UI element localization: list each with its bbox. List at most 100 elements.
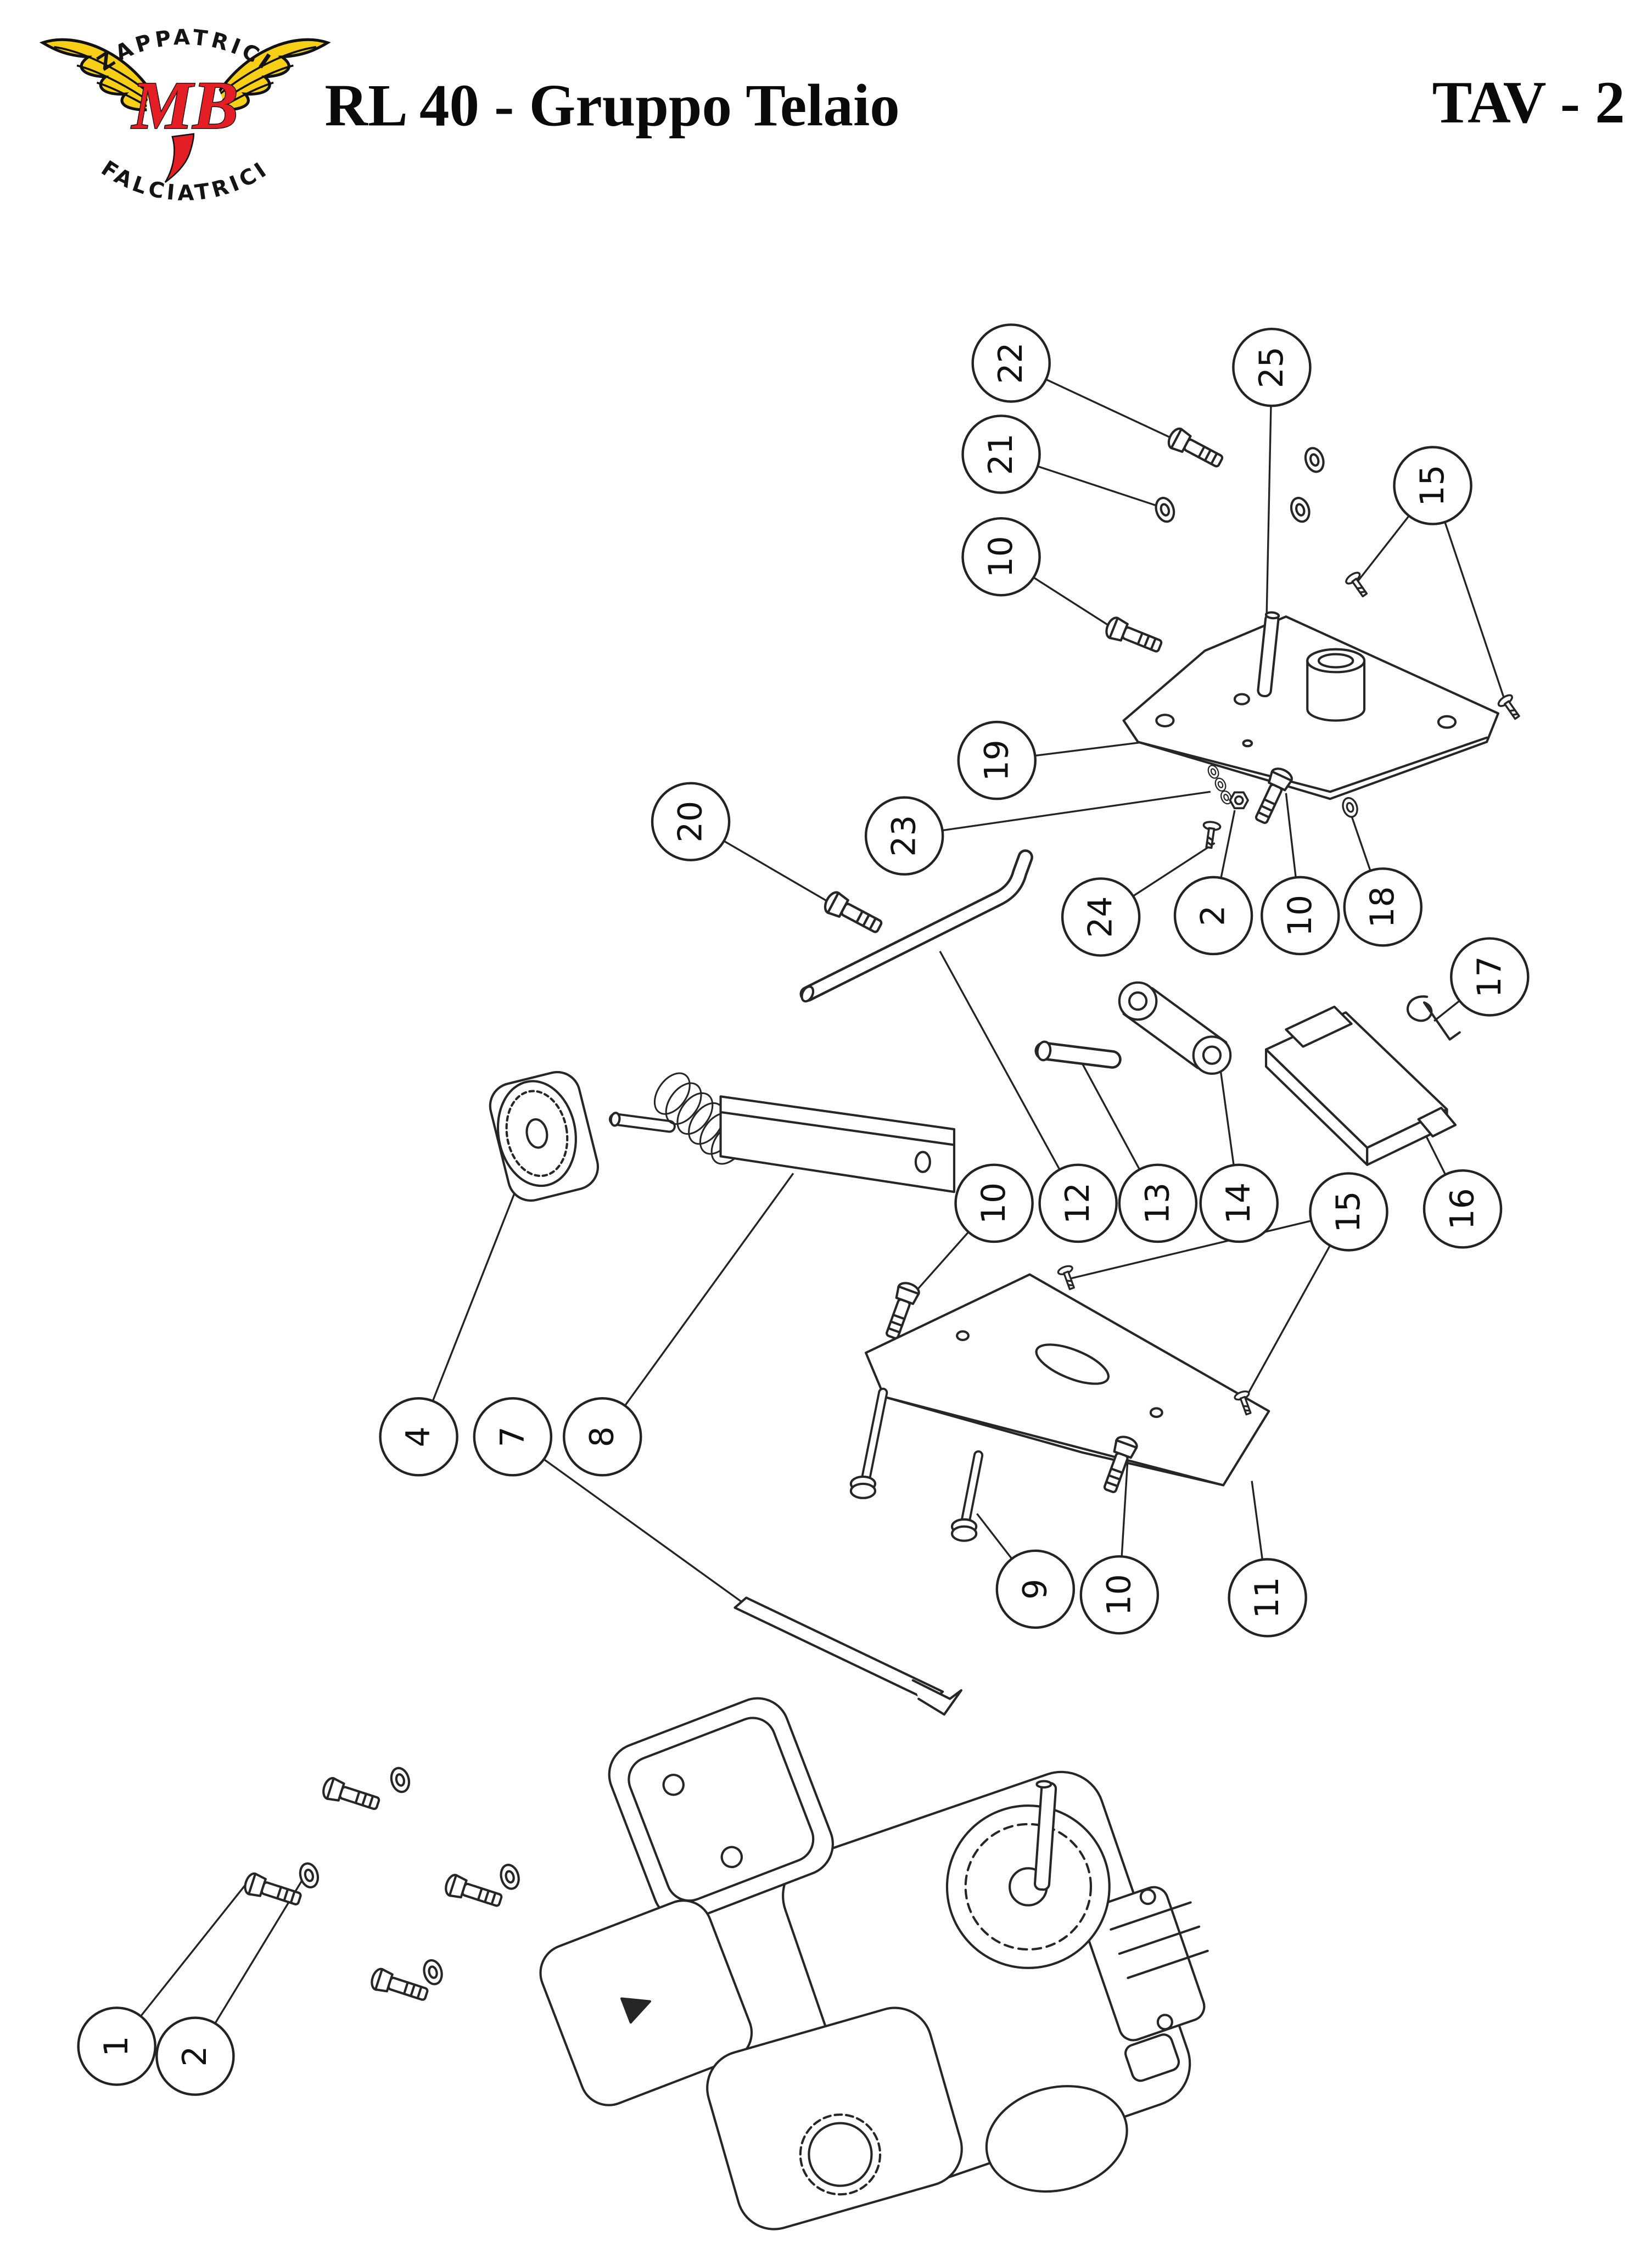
callout-circle — [1393, 446, 1472, 525]
part-9-long-bolt — [950, 1450, 984, 1542]
callout-circle — [1232, 327, 1312, 407]
callout-number: 22 — [992, 342, 1030, 384]
callout-circle — [473, 1397, 553, 1477]
callout-8: 8 — [563, 1397, 642, 1477]
part-24-screw — [1200, 820, 1222, 850]
callout-14: 14 — [1199, 1163, 1279, 1243]
callout-13: 13 — [1118, 1163, 1198, 1243]
part-21-washer — [1153, 496, 1177, 524]
callout-circle — [1309, 1172, 1388, 1252]
callout-circle — [651, 782, 731, 861]
callout-leader-4 — [418, 1182, 519, 1437]
part-14-link — [1118, 981, 1232, 1075]
callout-24: 24 — [1061, 877, 1141, 957]
callout-10: 10 — [1079, 1555, 1160, 1635]
logo-monogram: MB — [131, 67, 238, 143]
callout-number: 1 — [98, 2036, 136, 2057]
logo-tail-icon — [164, 133, 195, 183]
callout-11: 11 — [1228, 1558, 1307, 1638]
callout-number: 14 — [1220, 1182, 1258, 1224]
part-7-flat-bar — [733, 1596, 963, 1716]
logo-center-field — [147, 70, 224, 147]
callout-circle — [379, 1397, 458, 1477]
callout-circle — [864, 796, 944, 876]
callout-number: 10 — [1100, 1574, 1138, 1616]
callout-21: 21 — [961, 414, 1041, 494]
callout-19: 19 — [957, 720, 1037, 800]
callout-circle — [1261, 876, 1340, 956]
part-13-pin — [1034, 1040, 1122, 1069]
callout-circle — [1118, 1163, 1198, 1243]
callout-circle — [1038, 1163, 1118, 1243]
callout-number: 18 — [1364, 886, 1402, 928]
callout-circle — [1343, 867, 1423, 947]
callout-10: 10 — [961, 517, 1041, 597]
part-25-pivot-pin — [1257, 611, 1280, 698]
callout-circle — [954, 1163, 1034, 1243]
part-23-washer — [1213, 776, 1229, 794]
callout-17: 17 — [1450, 937, 1530, 1017]
callout-number: 10 — [1281, 895, 1319, 937]
callout-23: 23 — [864, 796, 944, 876]
part-18-washer — [1340, 795, 1361, 820]
page-title: RL 40 - Gruppo Telaio — [324, 72, 899, 138]
part-1-bolt — [321, 1776, 381, 1814]
callout-15: 15 — [1393, 446, 1472, 525]
callout-number: 24 — [1082, 896, 1120, 938]
callout-leader-23 — [904, 791, 1211, 837]
callout-25: 25 — [1232, 327, 1312, 407]
callout-2: 2 — [1173, 876, 1253, 956]
callout-number: 2 — [1195, 905, 1233, 926]
callout-circle — [77, 2006, 156, 2086]
callout-10: 10 — [954, 1163, 1034, 1243]
part-4-ratchet-disc — [489, 1070, 600, 1202]
engine-fuel-tank — [706, 2006, 963, 2230]
callout-circle — [1228, 1558, 1307, 1638]
callout-1: 1 — [77, 2006, 156, 2086]
callout-circle — [1199, 1163, 1279, 1243]
callout-10: 10 — [1261, 876, 1340, 956]
callout-7: 7 — [473, 1397, 553, 1477]
callout-number: 11 — [1248, 1577, 1286, 1618]
callout-12: 12 — [1038, 1163, 1118, 1243]
brand-logo: MB ZAPPATRICI FALCIATRICI — [43, 25, 328, 206]
part-11-lower-plate — [865, 1273, 1270, 1487]
callout-number: 19 — [978, 739, 1016, 781]
callout-16: 16 — [1423, 1169, 1503, 1249]
callout-number: 10 — [982, 536, 1020, 578]
callout-number: 23 — [886, 815, 923, 857]
part-2-washer — [389, 1766, 411, 1794]
callout-18: 18 — [1343, 867, 1423, 947]
part-12-handlebar-tube — [799, 849, 1033, 1003]
part-2-washer — [298, 1862, 320, 1890]
callout-leader-25 — [1265, 367, 1273, 644]
callout-number: 15 — [1414, 465, 1452, 507]
callout-2: 2 — [155, 2016, 235, 2096]
part-8-spring-arm — [608, 1072, 956, 1193]
washer — [1289, 496, 1312, 524]
part-15-screw — [1496, 692, 1525, 723]
callout-circle — [1061, 877, 1141, 957]
callout-circle — [1173, 876, 1253, 956]
exploded-diagram — [243, 426, 1525, 2230]
callout-circle — [1450, 937, 1530, 1017]
plate-number: TAV - 2 — [1432, 69, 1625, 136]
callout-number: 16 — [1443, 1188, 1481, 1230]
callout-leader-12 — [939, 950, 1079, 1204]
callout-number: 10 — [975, 1182, 1013, 1224]
callout-number: 13 — [1139, 1182, 1177, 1224]
part-bushing-sleeve — [1306, 648, 1366, 722]
callout-circle — [1079, 1555, 1160, 1635]
header: MB ZAPPATRICI FALCIATRICI RL 40 - Gruppo… — [43, 25, 1625, 206]
part-2-washer — [499, 1863, 521, 1891]
part-15-screw — [1343, 569, 1373, 601]
callout-number: 4 — [400, 1426, 438, 1447]
part-16-hitch-bracket — [1264, 1005, 1457, 1166]
callout-number: 25 — [1253, 346, 1291, 388]
callout-number: 2 — [176, 2046, 214, 2067]
part-2-washer — [422, 1958, 444, 1986]
callout-number: 12 — [1059, 1182, 1097, 1224]
part-20-bolt — [822, 890, 884, 938]
